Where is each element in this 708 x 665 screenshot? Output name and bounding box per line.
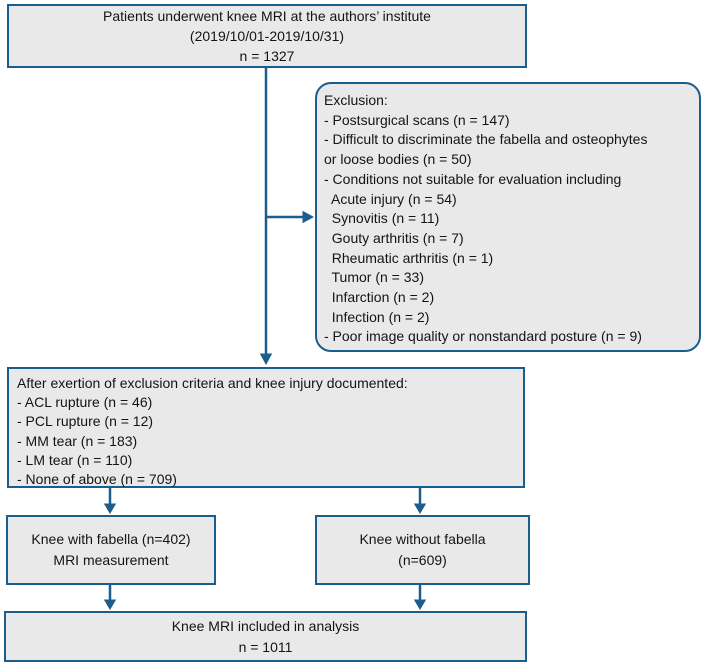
arrow-with-fabella-to-analysis-head [103, 599, 117, 610]
node-patients-underwent-mri: Patients underwent knee MRI at the autho… [7, 4, 527, 68]
arrow-source-to-exclusion-head [302, 210, 314, 224]
arrow-without-fabella-to-analysis-head [413, 599, 427, 610]
arrow-source-to-eligible-head [259, 353, 273, 365]
node-exclusion-criteria: Exclusion: - Postsurgical scans (n = 147… [315, 82, 701, 352]
node-knee-with-fabella: Knee with fabella (n=402) MRI measuremen… [6, 515, 216, 585]
node-knee-without-fabella: Knee without fabella (n=609) [315, 515, 530, 585]
node-after-exclusion: After exertion of exclusion criteria and… [7, 367, 525, 488]
node-included-in-analysis: Knee MRI included in analysis n = 1011 [4, 611, 527, 662]
arrow-eligible-to-without-fabella-head [413, 503, 427, 514]
arrow-eligible-to-with-fabella-head [103, 503, 117, 514]
